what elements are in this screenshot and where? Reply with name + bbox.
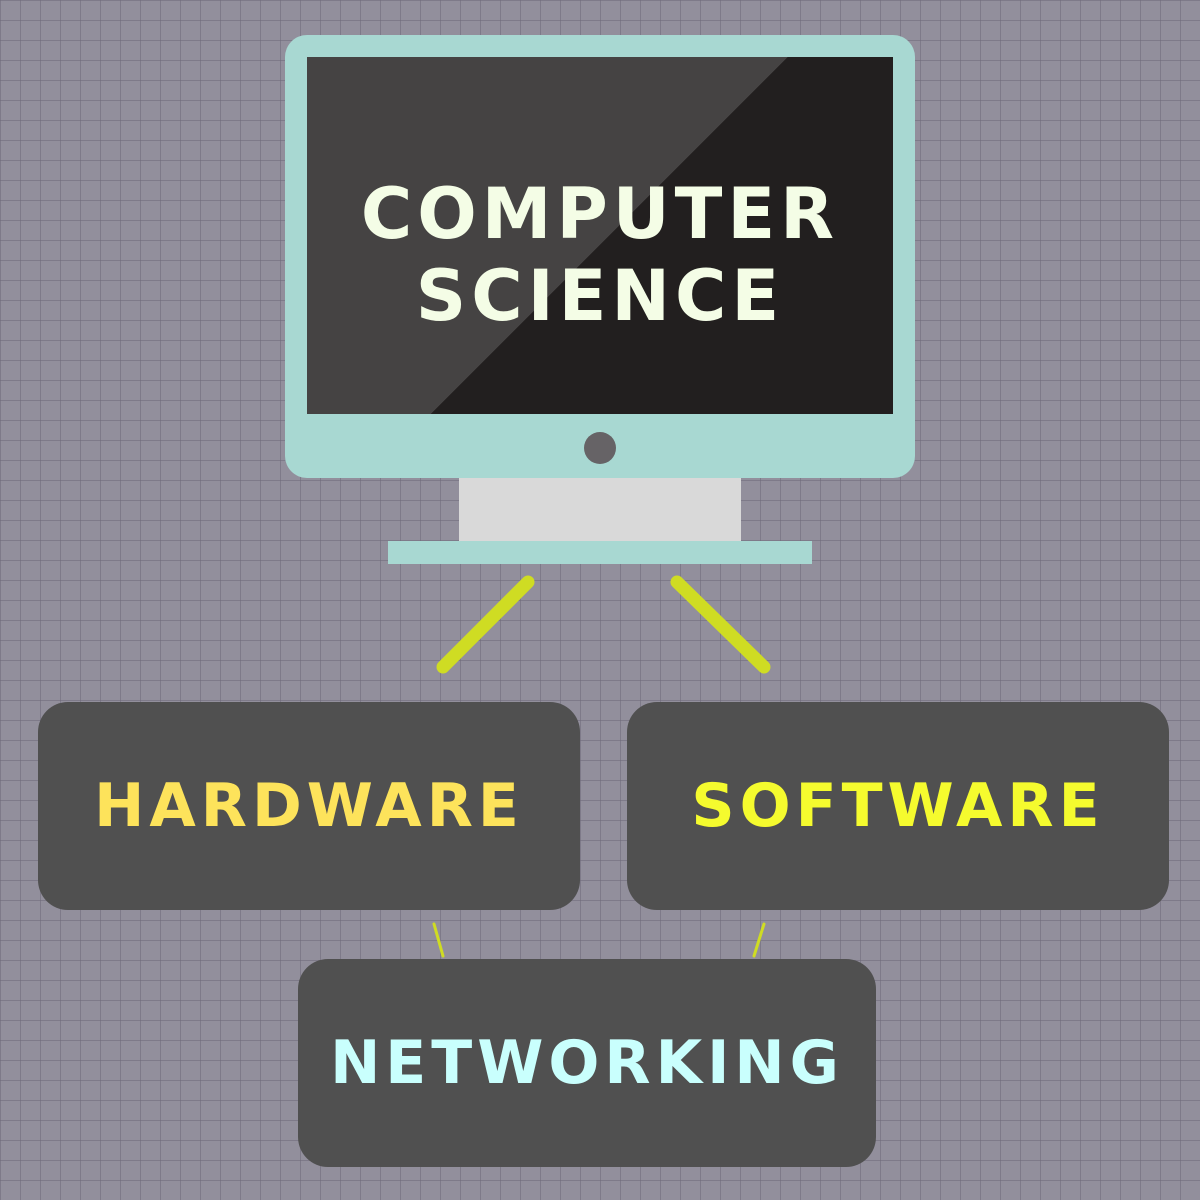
monitor-stand-base xyxy=(388,541,812,564)
monitor-screen: COMPUTER SCIENCE xyxy=(307,57,893,414)
monitor-icon: COMPUTER SCIENCE xyxy=(285,35,915,478)
networking-box: NETWORKING xyxy=(298,959,876,1167)
connector-monitor-hardware xyxy=(436,575,535,674)
connector-software-networking xyxy=(752,922,766,958)
software-box: SOFTWARE xyxy=(627,702,1169,910)
hardware-label: HARDWARE xyxy=(94,771,524,841)
monitor-stand-neck xyxy=(459,478,741,542)
hardware-box: HARDWARE xyxy=(38,702,580,910)
networking-label: NETWORKING xyxy=(330,1028,844,1098)
connector-hardware-networking xyxy=(432,922,445,958)
power-button-icon xyxy=(584,432,616,464)
software-label: SOFTWARE xyxy=(691,771,1105,841)
connector-monitor-software xyxy=(670,575,771,674)
diagram-title: COMPUTER SCIENCE xyxy=(360,173,840,337)
